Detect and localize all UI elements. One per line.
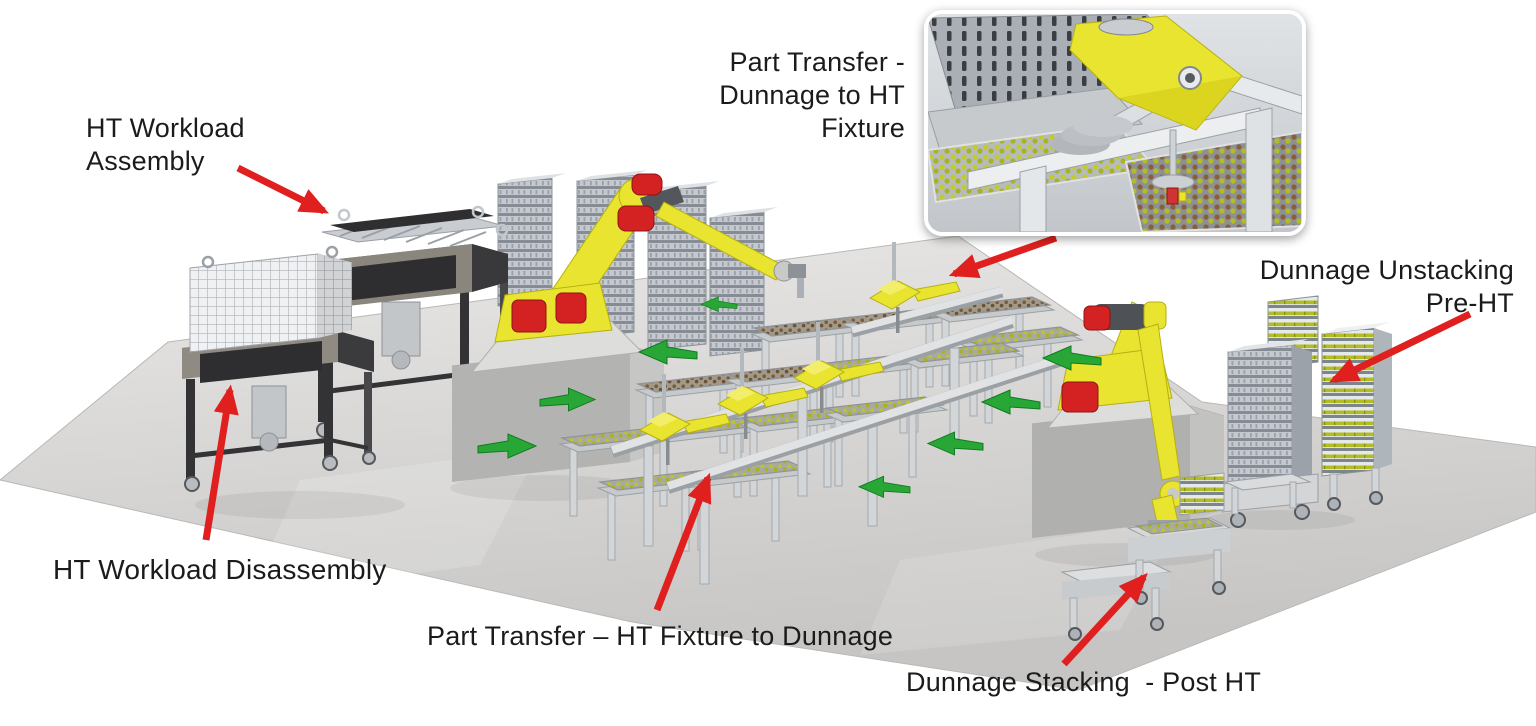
empty-tray xyxy=(928,87,1144,151)
red-arrow-ht-workload-assembly-icon xyxy=(236,164,330,215)
label-dunnage-stacking-post-ht: Dunnage Stacking - Post HT xyxy=(906,667,1262,697)
annotation-arrows xyxy=(202,164,1472,667)
red-arrow-dunnage-unstacking-icon xyxy=(1328,310,1472,384)
label-part-transfer-dunnage-to-ht-fixture: Part Transfer - Dunnage to HT Fixture xyxy=(719,47,905,143)
label-dunnage-unstacking-pre-ht: Dunnage Unstacking Pre-HT xyxy=(1259,255,1514,318)
inset-scara-robot xyxy=(1069,15,1243,205)
label-part-transfer-ht-fixture-to-dunnage: Part Transfer – HT Fixture to Dunnage xyxy=(427,621,894,651)
label-ht-workload-disassembly: HT Workload Disassembly xyxy=(53,554,387,585)
red-arrow-part-transfer-dunnage-to-ht-icon xyxy=(948,234,1058,278)
red-arrow-dunnage-stacking-icon xyxy=(1061,572,1148,667)
red-arrow-ht-workload-disassembly-icon xyxy=(202,384,239,541)
dunnage-unstacking-towers xyxy=(1179,295,1392,528)
label-ht-workload-assembly: HT Workload Assembly xyxy=(86,113,245,176)
inset-scene xyxy=(928,14,1302,232)
inset-gray-discs xyxy=(1050,115,1133,155)
part-transfer-closeup-inset xyxy=(924,10,1306,236)
robot-arm-right xyxy=(1031,301,1225,538)
ht-workload-disassembly-station xyxy=(182,245,376,492)
red-arrow-part-transfer-ht-to-dunnage-icon xyxy=(653,472,712,612)
